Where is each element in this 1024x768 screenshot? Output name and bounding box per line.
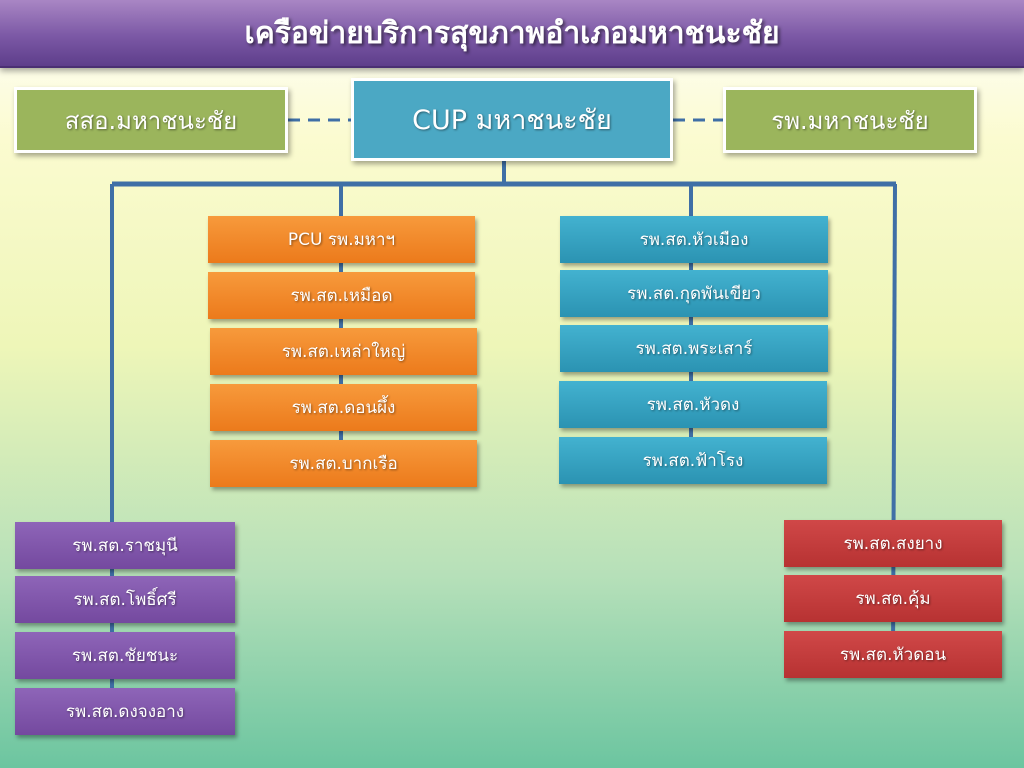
purple-node-2: รพ.สต.โพธิ์ศรี [15, 576, 235, 623]
ssao-box: สสอ.มหาชนะชัย [14, 87, 288, 153]
title-bar: เครือข่ายบริการสุขภาพอำเภอมหาชนะชัย [0, 0, 1024, 68]
page-title: เครือข่ายบริการสุขภาพอำเภอมหาชนะชัย [244, 15, 780, 51]
hospital-label: รพ.มหาชนะชัย [771, 106, 929, 135]
node-label: รพ.สต.หัวเมือง [639, 230, 749, 250]
teal-node-4: รพ.สต.หัวดง [559, 381, 827, 428]
orange-node-4: รพ.สต.ดอนผึ้ง [210, 384, 477, 431]
orange-node-2: รพ.สต.เหมือด [208, 272, 475, 319]
node-label: รพ.สต.เหล่าใหญ่ [281, 342, 406, 362]
teal-node-1: รพ.สต.หัวเมือง [560, 216, 828, 263]
orange-node-3: รพ.สต.เหล่าใหญ่ [210, 328, 477, 375]
red-node-1: รพ.สต.สงยาง [784, 520, 1002, 567]
node-label: รพ.สต.พระเสาร์ [635, 339, 753, 359]
node-label: รพ.สต.หัวดอน [839, 645, 947, 665]
teal-node-3: รพ.สต.พระเสาร์ [560, 325, 828, 372]
node-label: รพ.สต.ดอนผึ้ง [291, 398, 396, 418]
cup-label: CUP มหาชนะชัย [412, 105, 612, 136]
node-label: รพ.สต.กุดพันเขียว [627, 284, 761, 304]
node-label: รพ.สต.หัวดง [646, 395, 740, 415]
purple-node-3: รพ.สต.ชัยชนะ [15, 632, 235, 679]
teal-node-2: รพ.สต.กุดพันเขียว [560, 270, 828, 317]
node-label: รพ.สต.บากเรือ [289, 454, 398, 474]
node-label: รพ.สต.ดงจงอาง [65, 702, 185, 722]
node-label: รพ.สต.ราชมุนี [72, 536, 178, 556]
node-label: รพ.สต.เหมือด [290, 286, 393, 306]
node-label: รพ.สต.สงยาง [843, 534, 943, 554]
red-node-2: รพ.สต.คุ้ม [784, 575, 1002, 622]
purple-node-4: รพ.สต.ดงจงอาง [15, 688, 235, 735]
node-label: รพ.สต.ชัยชนะ [71, 646, 179, 666]
hospital-box: รพ.มหาชนะชัย [723, 87, 977, 153]
orange-node-5: รพ.สต.บากเรือ [210, 440, 477, 487]
teal-node-5: รพ.สต.ฟ้าโรง [559, 437, 827, 484]
orange-node-1: PCU รพ.มหาฯ [208, 216, 475, 263]
node-label: รพ.สต.โพธิ์ศรี [73, 590, 177, 610]
cup-box: CUP มหาชนะชัย [351, 78, 673, 161]
red-node-3: รพ.สต.หัวดอน [784, 631, 1002, 678]
purple-node-1: รพ.สต.ราชมุนี [15, 522, 235, 569]
ssao-label: สสอ.มหาชนะชัย [64, 106, 238, 135]
node-label: PCU รพ.มหาฯ [287, 230, 396, 250]
node-label: รพ.สต.คุ้ม [855, 589, 931, 609]
node-label: รพ.สต.ฟ้าโรง [642, 451, 744, 471]
